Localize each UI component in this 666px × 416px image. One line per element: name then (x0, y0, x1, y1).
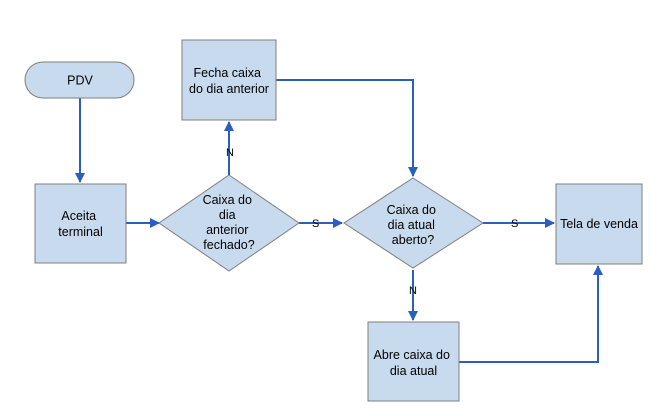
node-tela-de-venda: Tela de venda (555, 183, 643, 265)
edge-fecha-to-decisao-atual (276, 79, 418, 177)
edge-label-atual-no: N (409, 285, 417, 297)
node-caixa-anterior-fechado: Caixa do dia anterior fechado? (158, 174, 300, 272)
node-tela-de-venda-label: Tela de venda (560, 217, 638, 231)
edge-label-anterior-yes: S (312, 218, 319, 230)
process-shape (555, 183, 643, 265)
decision-shape (158, 174, 300, 272)
node-abre-caixa-atual-label: Abre caixa do dia atual (374, 348, 454, 378)
node-caixa-atual-aberto-label: Caixa do dia atual aberto? (387, 203, 440, 247)
node-aceita-terminal: Aceita terminal (34, 183, 127, 264)
node-fecha-caixa-anterior: Fecha caixa do dia anterior (181, 39, 277, 121)
edge-labels: N S S N (226, 147, 518, 297)
node-aceita-terminal-label: Aceita terminal (58, 209, 102, 239)
node-pdv: PDV (24, 61, 135, 99)
node-pdv-label: PDV (67, 74, 93, 88)
node-abre-caixa-atual: Abre caixa do dia atual (367, 321, 460, 402)
connectors (75, 79, 603, 363)
edge-abre-to-tela (459, 265, 603, 363)
process-shape (34, 183, 127, 264)
process-shape (367, 321, 460, 402)
terminator-shape (24, 61, 135, 99)
node-fecha-caixa-anterior-label: Fecha caixa do dia anterior (189, 66, 269, 96)
node-caixa-atual-aberto: Caixa do dia atual aberto? (343, 177, 484, 269)
edge-label-anterior-no: N (226, 147, 234, 159)
edge-label-atual-yes: S (511, 218, 518, 230)
decision-shape (343, 177, 484, 269)
process-shape (181, 39, 277, 121)
node-caixa-anterior-fechado-label: Caixa do dia anterior fechado? (203, 193, 256, 252)
